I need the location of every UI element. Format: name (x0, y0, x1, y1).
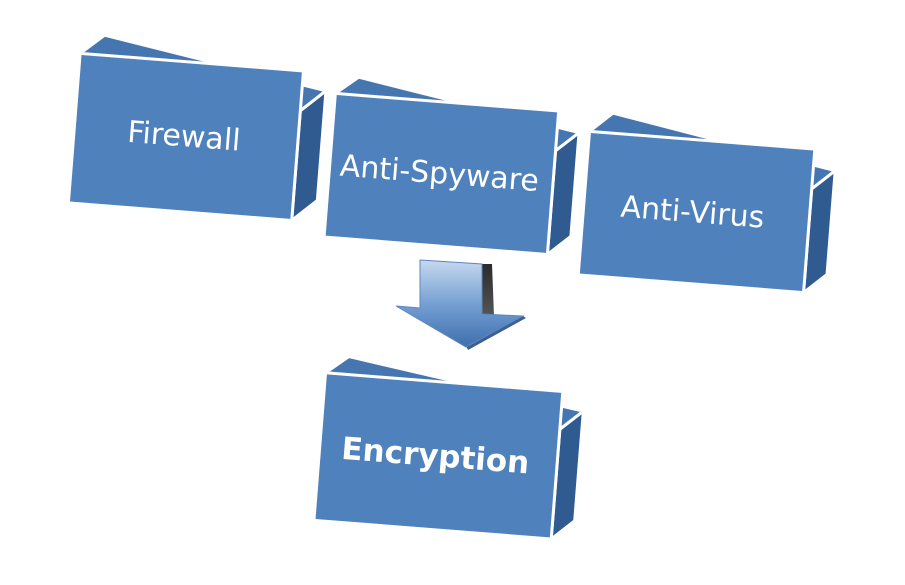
down-arrow-body (395, 259, 525, 348)
encryption-box-front (312, 371, 565, 541)
down-arrow-head-side (466, 316, 526, 350)
down-arrow-shaft-side (480, 264, 494, 316)
firewall-box-front (66, 51, 305, 222)
anti-spyware-box: Anti-Spyware (322, 75, 581, 257)
firewall-box: Firewall (66, 33, 328, 222)
anti-spyware-box-front (322, 91, 561, 257)
down-arrow-icon (395, 259, 526, 350)
encryption-box: Encryption (312, 355, 585, 541)
anti-virus-box-front (576, 129, 817, 295)
anti-virus-box: Anti-Virus (576, 111, 837, 295)
